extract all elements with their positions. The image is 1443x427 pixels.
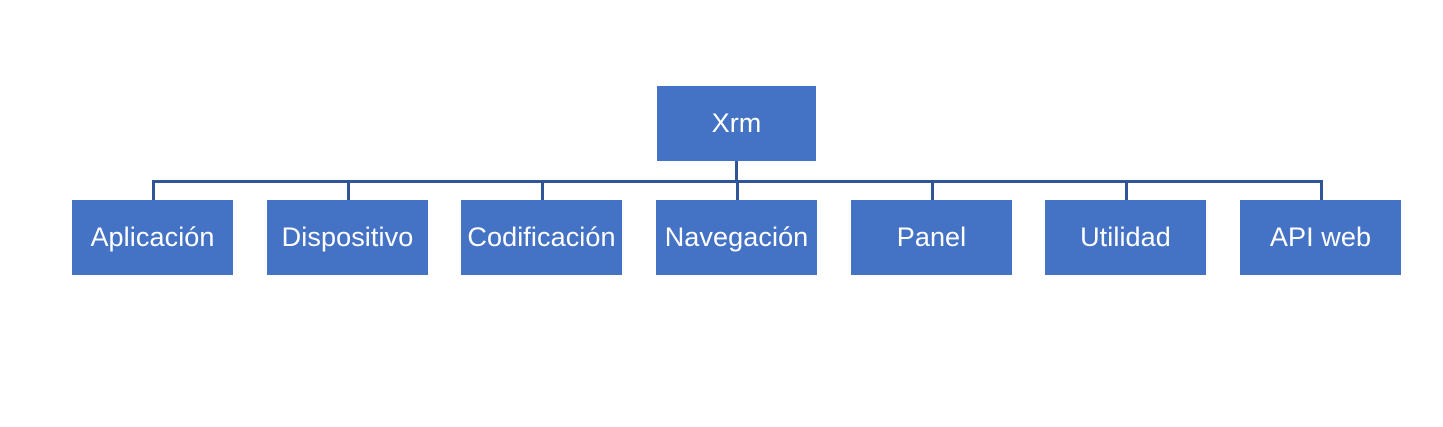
node-label-api-web: API web: [1269, 221, 1372, 252]
node-label-codificacion: Codificación: [467, 221, 616, 252]
node-aplicacion[interactable]: Aplicación: [72, 200, 233, 275]
connector-drop-dispositivo: [347, 180, 350, 200]
node-utilidad[interactable]: Utilidad: [1045, 200, 1206, 275]
node-label-panel: Panel: [896, 221, 967, 252]
connector-drop-aplicacion: [152, 180, 155, 200]
connector-drop-navegacion: [736, 180, 739, 200]
node-panel[interactable]: Panel: [851, 200, 1012, 275]
connector-root-trunk: [735, 161, 738, 183]
connector-drop-codificacion: [541, 180, 544, 200]
connector-drop-utilidad: [1125, 180, 1128, 200]
connector-drop-api-web: [1320, 180, 1323, 200]
node-label-navegacion: Navegación: [664, 221, 809, 252]
node-label-dispositivo: Dispositivo: [281, 221, 414, 252]
node-label-utilidad: Utilidad: [1080, 221, 1171, 252]
node-navegacion[interactable]: Navegación: [656, 200, 817, 275]
node-api-web[interactable]: API web: [1240, 200, 1401, 275]
node-codificacion[interactable]: Codificación: [461, 200, 622, 275]
node-root-xrm[interactable]: Xrm: [657, 86, 816, 161]
node-label-aplicacion: Aplicación: [90, 221, 215, 252]
node-label-root: Xrm: [711, 107, 762, 138]
connector-drop-panel: [931, 180, 934, 200]
node-dispositivo[interactable]: Dispositivo: [267, 200, 428, 275]
